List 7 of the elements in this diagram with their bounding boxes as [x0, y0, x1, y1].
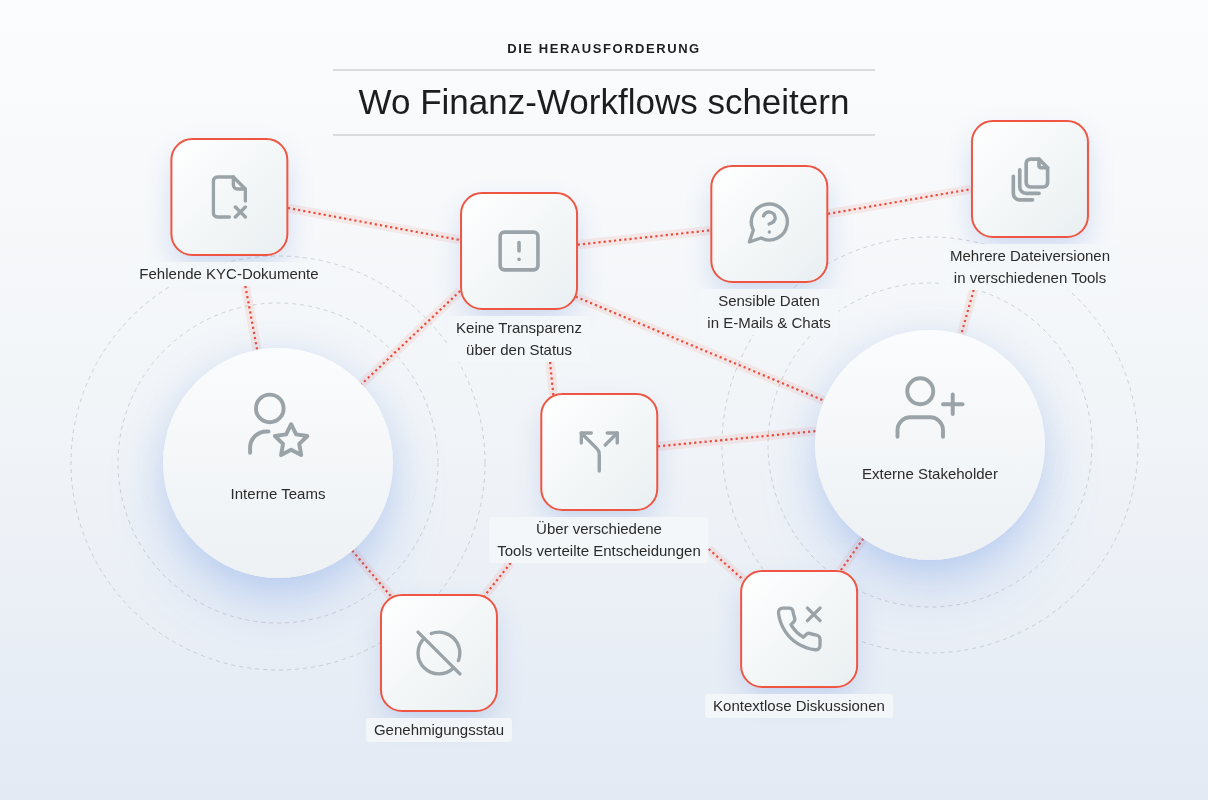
node-label: Genehmigungsstau — [365, 718, 513, 742]
node-label: Kontextlose Diskussionen — [705, 694, 893, 718]
diagram-title: Wo Finanz-Workflows scheitern — [333, 69, 875, 136]
node-label: Über verschiedene Tools verteilte Entscheidungen — [489, 517, 709, 563]
eyebrow-label: DIE HERAUSFORDERUNG — [507, 40, 701, 58]
node-label: Externe Stakeholder — [862, 463, 998, 484]
node-label: Interne Teams — [230, 483, 326, 504]
